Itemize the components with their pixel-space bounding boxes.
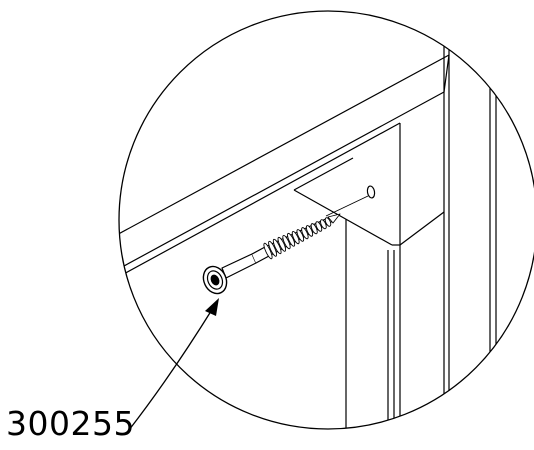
magnified-detail-view: [119, 11, 497, 429]
screw-thread: [272, 238, 282, 255]
screw-thread: [324, 217, 332, 227]
screw-thread: [287, 232, 296, 247]
screw-thread: [310, 223, 318, 235]
screw-thread: [301, 227, 309, 240]
screw-axis-guide: [325, 195, 369, 217]
screw-thread: [320, 219, 327, 230]
screw-tip: [327, 213, 341, 224]
screw-thread: [277, 236, 287, 252]
vertical-board: [345, 219, 401, 429]
screw-thread: [268, 240, 278, 257]
frame-rail: [119, 54, 450, 288]
screw-thread: [305, 225, 314, 237]
screw-thread: [291, 231, 300, 245]
part-number-label: 300255: [6, 404, 135, 443]
screw-thread: [296, 229, 305, 242]
screw-thread: [282, 234, 291, 250]
screw-icon: [202, 213, 341, 295]
screw-thread: [315, 221, 323, 232]
magnification-circle: [118, 10, 534, 430]
leader-arrow: [128, 298, 219, 431]
corner-block: [293, 123, 445, 246]
pilot-hole: [366, 185, 376, 199]
screw-thread: [263, 242, 273, 260]
